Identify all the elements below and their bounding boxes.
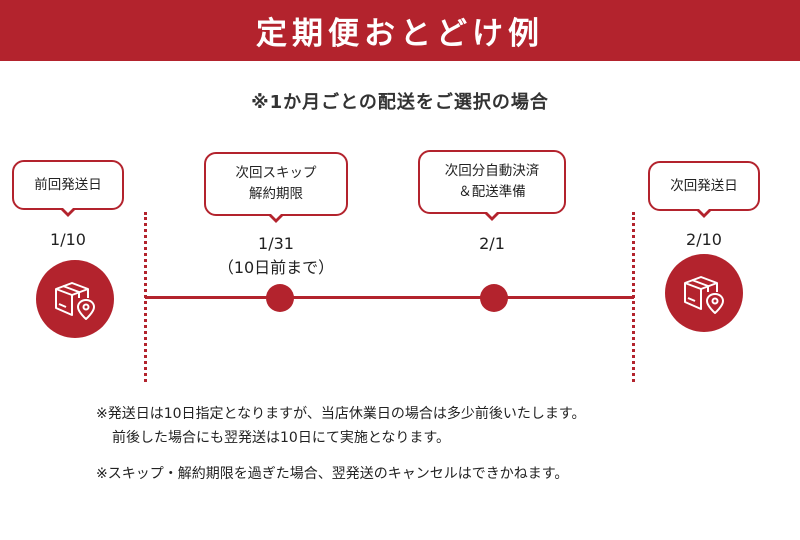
timeline-dot-skip-deadline <box>266 284 294 312</box>
package-circle-next <box>665 254 743 332</box>
date-auto-payment: 2/1 <box>479 234 505 253</box>
date-next-shipment: 2/10 <box>686 230 722 249</box>
bubble-previous-shipment: 前回発送日 <box>12 160 124 217</box>
date-skip-deadline: 1/31 （10日前まで） <box>206 232 346 280</box>
bubble-label: 次回スキップ <box>235 165 317 181</box>
bubble-label: 次回分自動決済 <box>444 163 540 179</box>
package-location-icon <box>684 276 724 314</box>
header-banner: 定期便おとどけ例 <box>0 0 800 61</box>
package-location-icon <box>55 282 95 320</box>
note-shipping-date-cont: 前後した場合にも翌発送は10日にて実施となります。 <box>112 430 450 446</box>
timeline-dot-payment <box>480 284 508 312</box>
note-skip-deadline: ※スキップ・解約期限を過ぎた場合、翌発送のキャンセルはできかねます。 <box>96 466 569 482</box>
bubble-label: 次回発送日 <box>670 177 738 194</box>
note-shipping-date: ※発送日は10日指定となりますが、当店休業日の場合は多少前後いたします。 <box>96 406 586 422</box>
timeline-line <box>145 296 634 299</box>
date-previous-shipment: 1/10 <box>50 230 86 249</box>
bubble-auto-payment: 次回分自動決済 ＆配送準備 <box>418 150 566 221</box>
page-title: 定期便おとどけ例 <box>256 16 544 52</box>
bubble-label: 前回発送日 <box>34 176 102 193</box>
bubble-label: 解約期限 <box>249 186 303 202</box>
bubble-next-shipment: 次回発送日 <box>648 161 760 218</box>
bubble-skip-deadline: 次回スキップ 解約期限 <box>204 152 348 223</box>
package-circle-previous <box>36 260 114 338</box>
subtitle: ※1か月ごとの配送をご選択の場合 <box>251 92 549 113</box>
date-value: 1/31 <box>258 234 294 253</box>
bubble-label: ＆配送準備 <box>458 184 526 200</box>
date-note: （10日前まで） <box>217 258 335 277</box>
